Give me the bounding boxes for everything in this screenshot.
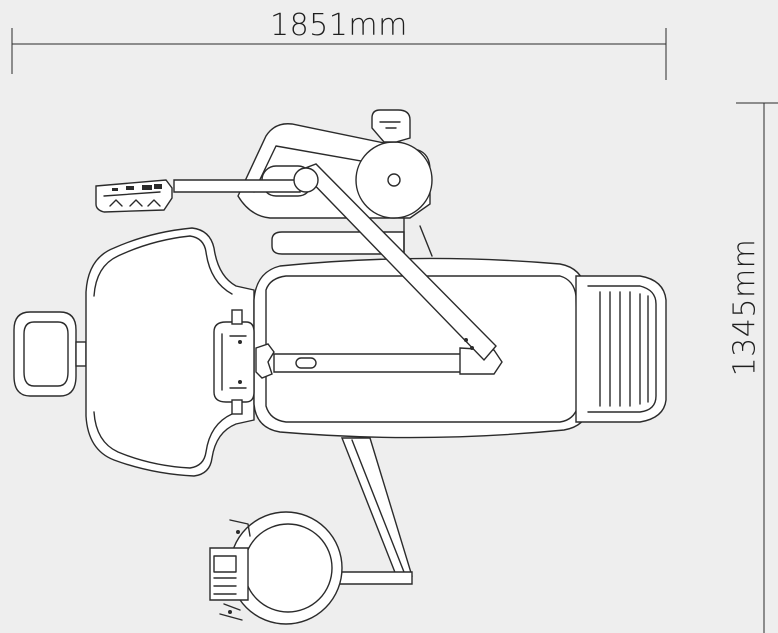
footrest (575, 275, 667, 423)
height-dimension-label: 1345mm (727, 238, 763, 377)
height-dimension-line (736, 102, 778, 633)
headrest (13, 311, 87, 397)
width-dimension-label: 1851mm (270, 8, 408, 43)
delivery-tray (209, 511, 343, 625)
light-arm (293, 163, 497, 362)
instrument-tray (95, 179, 301, 213)
assistant-arm (213, 309, 503, 415)
width-dimension-line (11, 28, 667, 80)
backrest (85, 227, 255, 477)
